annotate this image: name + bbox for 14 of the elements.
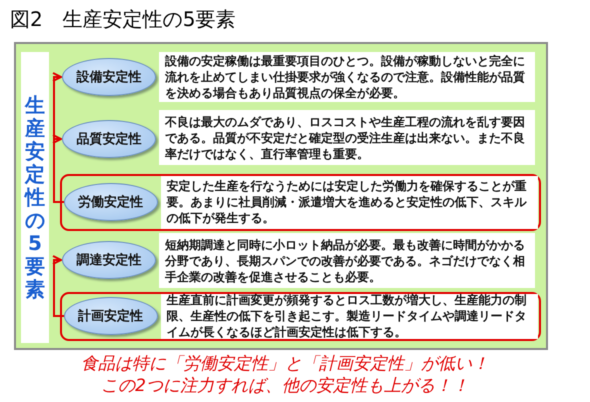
vertical-title: 生産安定性の5要素	[25, 94, 45, 301]
highlight-frame	[60, 292, 541, 341]
figure-title: 図2 生産安定性の5要素	[10, 6, 236, 33]
highlight-frame	[60, 174, 541, 231]
note-text: 食品は特に「労働安定性」と「計画安定性」が低い！	[80, 353, 490, 375]
arrow	[52, 134, 64, 203]
title-box	[21, 52, 49, 343]
description-box: 短納期調達と同時に小ロット納品が必要。最も改善に時間がかかる分野であり、長期スパンでの改善が必要である。ネゴだけでなく相手企業の改善を促進させることも必要。	[159, 233, 535, 288]
note-text: この2つに注力すれば、他の安定性も上がる！！	[100, 375, 470, 397]
arrow	[52, 255, 64, 317]
description-box: 生産直前に計画変更が頻発するとロス工数が増大し、生産能力の制限、生産性の低下を引き起こす。製造リードタイムや調達リードタイムが長くなるほど計画安定性は低下する。	[160, 294, 538, 338]
description-box: 設備の安定稼働は最重要項目のひとつ。設備が稼動しないと完全に流れを止めてしまい仕掛要求が強くなるので注意。設備性能が品質を決める場合もあり品質視点の保全が必要。	[159, 52, 535, 102]
description-box: 不良は最大のムダであり、ロスコストや生産工程の流れを乱す要因である。品質が不安定だと確定型の受注生産は出来ない。また不良率だけではなく、直行率管理も重要。	[159, 110, 535, 165]
description-box: 安定した生産を行なうためには安定した労働力を確保することが重要。あまりに社員削減・派遣増大を進めると安定性の低下、スキルの低下が発生する。	[160, 176, 538, 228]
